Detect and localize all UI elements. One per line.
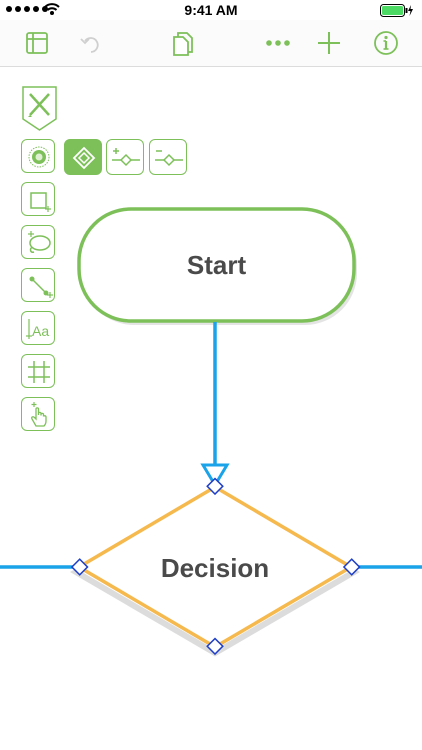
style-tool-button[interactable] — [21, 139, 55, 173]
add-button[interactable] — [314, 28, 344, 58]
wifi-icon — [44, 3, 60, 15]
sidebar-icon — [26, 32, 48, 54]
pencil-ruler-icon — [22, 86, 57, 131]
more-button[interactable] — [263, 28, 293, 58]
selection-handle-right[interactable] — [342, 558, 361, 576]
add-icon — [318, 32, 340, 54]
grid-tool-button[interactable] — [21, 354, 55, 388]
documents-icon — [173, 32, 193, 56]
svg-text:Aa: Aa — [32, 323, 49, 339]
decision-node-label: Decision — [160, 553, 270, 583]
start-node-shape[interactable] — [77, 207, 356, 323]
selection-handle-top[interactable] — [206, 477, 224, 496]
battery-icon — [380, 4, 413, 17]
hand-pointer-icon — [31, 402, 47, 427]
undo-icon — [80, 37, 99, 53]
sidebar-toggle-button[interactable] — [22, 28, 52, 58]
add-point-tool-button[interactable] — [106, 139, 144, 175]
diagram-canvas[interactable]: Start Decision — [0, 67, 422, 750]
shape-tool-button[interactable] — [21, 182, 55, 216]
touch-tool-button[interactable] — [21, 397, 55, 431]
remove-point-icon — [155, 150, 183, 167]
add-point-icon — [112, 148, 140, 167]
text-tool-button[interactable]: Aa — [21, 311, 55, 345]
status-time: 9:41 AM — [184, 2, 238, 18]
start-node-label: Start — [186, 250, 247, 280]
drawing-tools-button[interactable] — [21, 85, 58, 131]
info-button[interactable] — [371, 28, 401, 58]
selection-tool-button[interactable] — [64, 139, 102, 175]
documents-button[interactable] — [168, 28, 198, 58]
remove-point-tool-button[interactable] — [149, 139, 187, 175]
info-icon — [374, 31, 398, 55]
status-bar: 9:41 AM — [0, 0, 422, 20]
text-icon: Aa — [26, 319, 49, 339]
connection-line-icon — [29, 276, 53, 298]
sunburst-icon — [28, 146, 50, 168]
grid-icon — [28, 361, 50, 383]
diagram-svg — [0, 207, 422, 657]
signal-strength-icon — [6, 6, 48, 12]
selection-handle-bottom[interactable] — [206, 637, 224, 656]
undo-button[interactable] — [76, 28, 106, 58]
diamond-select-icon — [72, 146, 96, 170]
selection-handle-left[interactable] — [70, 558, 89, 576]
connector-arrowhead — [200, 463, 230, 488]
lasso-tool-button[interactable] — [21, 225, 55, 259]
rectangle-icon — [30, 192, 51, 212]
line-tool-button[interactable] — [21, 268, 55, 302]
toolbar — [0, 20, 422, 67]
more-icon — [266, 40, 290, 46]
lasso-icon — [28, 231, 51, 253]
